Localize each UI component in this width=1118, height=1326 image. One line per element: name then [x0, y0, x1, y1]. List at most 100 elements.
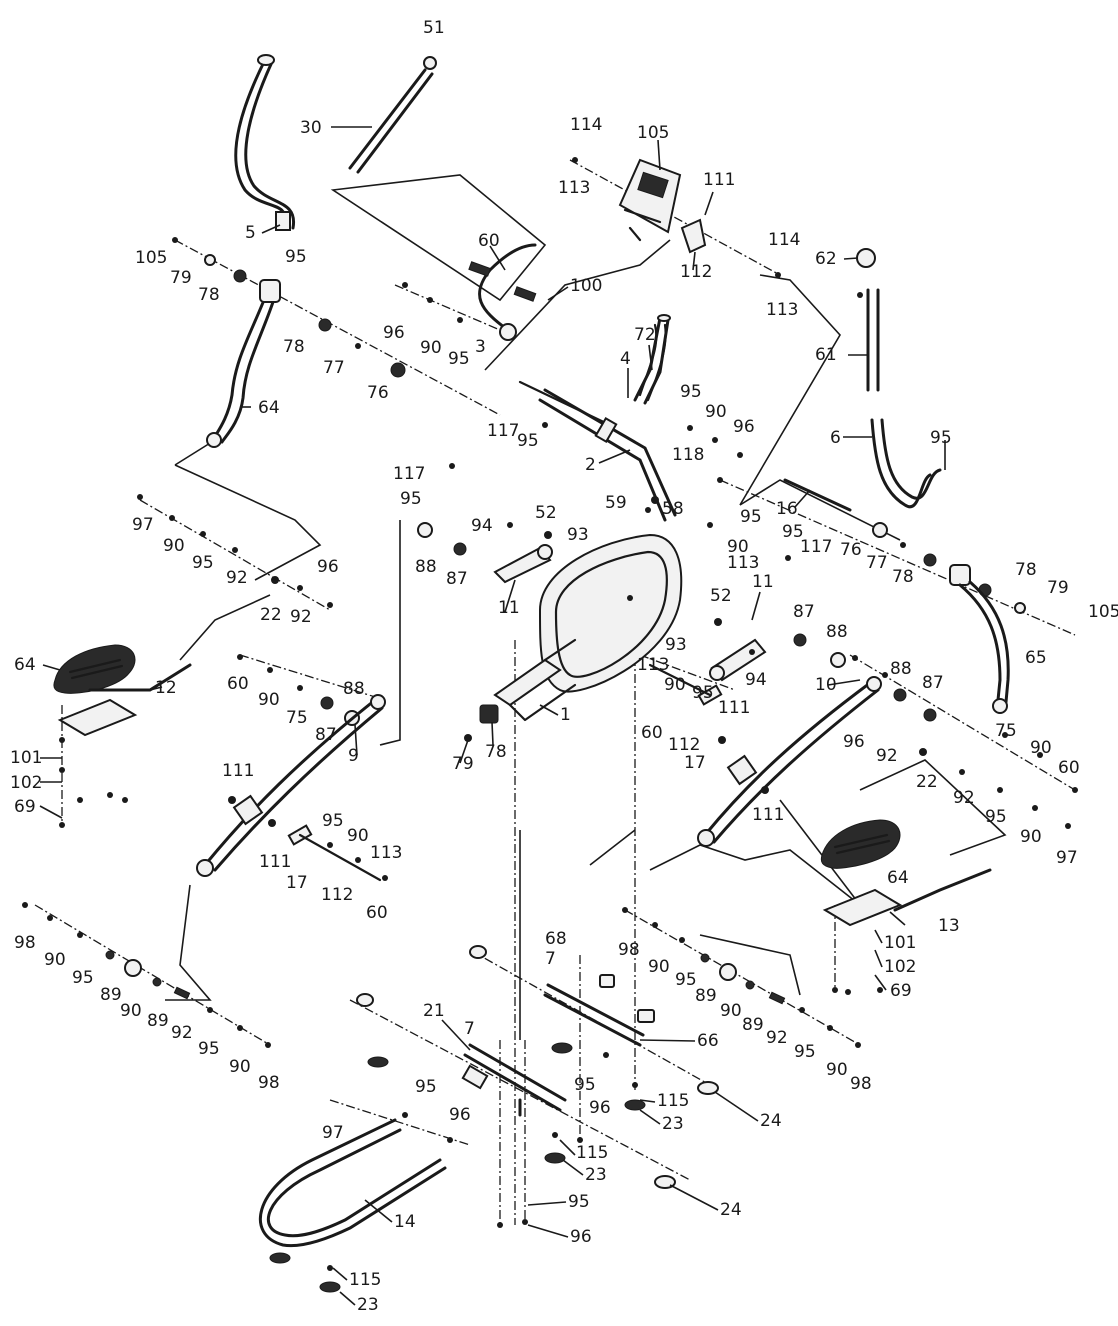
callout-112: 112 [680, 262, 712, 282]
callout-59-left: 64 [14, 655, 36, 675]
base-frame [464, 638, 577, 742]
callout-55: 61 [815, 345, 837, 365]
callout-61-d: 90 [664, 675, 686, 695]
callout-54-a: 60 [641, 723, 663, 743]
callout-100-b: 113 [637, 655, 669, 675]
pulse-handle [468, 243, 537, 341]
callout-92-l: 95 [794, 1042, 816, 1062]
callout-66-a: 75 [995, 721, 1017, 741]
callout-101-a: 112 [668, 735, 700, 755]
callout-92-h: 95 [322, 811, 344, 831]
callout-113-right: 113 [766, 300, 798, 320]
pivot-assembly-left [105, 950, 191, 1000]
left-upper-handlebar [234, 54, 296, 231]
callout-14: 14 [394, 1212, 416, 1232]
callout-74-a: 87 [446, 569, 468, 589]
callout-92-top: 95 [448, 349, 470, 369]
callout-94-b: 96 [317, 557, 339, 577]
callout-61-e: 90 [1030, 738, 1052, 758]
callout-64-right: 69 [890, 981, 912, 1001]
callout-10: 10 [815, 675, 837, 695]
callout-87-left: 95 [285, 247, 307, 267]
callout-76-b: 92 [953, 788, 975, 808]
callout-61-k: 90 [229, 1057, 251, 1077]
callout-102-right: 101 [884, 933, 916, 953]
callout-74-d: 87 [315, 725, 337, 745]
callout-92-c: 95 [740, 507, 762, 527]
callout-52: 59 [605, 493, 627, 513]
callout-74-c: 87 [922, 673, 944, 693]
callout-4: 4 [620, 349, 631, 369]
callout-92-g: 95 [192, 553, 214, 573]
link-brackets [287, 663, 723, 882]
u-frame [258, 1118, 447, 1248]
upper-handle [633, 314, 671, 405]
callout-75-c: 88 [890, 659, 912, 679]
callout-76-c: 92 [226, 568, 248, 588]
callout-103-right: 102 [884, 957, 916, 977]
callout-77-d: 89 [742, 1015, 764, 1035]
callout-79-b: 92 [766, 1028, 788, 1048]
callout-25: 30 [300, 118, 322, 138]
callout-71: 78 [485, 742, 507, 762]
callout-56: 62 [815, 249, 837, 269]
callout-23-c: 23 [357, 1295, 379, 1315]
callout-114-left: 114 [570, 115, 602, 135]
callout-92-a: 95 [517, 431, 539, 451]
right-pedal [820, 819, 992, 927]
callout-57: 64 [258, 398, 280, 418]
callout-76-a: 92 [876, 746, 898, 766]
callout-54-b: 60 [1058, 758, 1080, 778]
assembly-leaders [165, 174, 1007, 1040]
callout-97-left: 105 [135, 248, 167, 268]
callout-12: 12 [155, 678, 177, 698]
left-pedal [53, 644, 192, 737]
callout-101-b: 112 [321, 885, 353, 905]
callout-11-b: 11 [752, 572, 774, 592]
callout-95-a: 98 [14, 933, 36, 953]
callout-115-c: 115 [349, 1270, 381, 1290]
end-caps [356, 945, 719, 1189]
callout-61-top: 90 [420, 338, 442, 358]
callout-22-a: 22 [916, 772, 938, 792]
callout-118: 118 [672, 445, 704, 465]
callout-103-left: 102 [10, 773, 42, 793]
callout-23-b: 23 [585, 1165, 607, 1185]
callout-61-i: 90 [347, 826, 369, 846]
callout-69-left-a: 78 [198, 285, 220, 305]
callout-117-b: 117 [393, 464, 425, 484]
callout-92-k: 95 [675, 970, 697, 990]
callout-92-f: 95 [985, 807, 1007, 827]
callout-90-a: 97 [1056, 848, 1078, 868]
axle-rod [783, 478, 852, 512]
callout-61-c: 90 [727, 537, 749, 557]
callout-7-b: 7 [464, 1019, 475, 1039]
rear-stabilizer [461, 1043, 567, 1117]
right-pedal-arm [697, 676, 882, 847]
callout-100-a: 113 [727, 553, 759, 573]
callout-77-c: 89 [695, 986, 717, 1006]
callout-79-a: 92 [171, 1023, 193, 1043]
callout-64-left: 69 [14, 797, 36, 817]
callout-70-left: 79 [170, 268, 192, 288]
callout-92-o: 95 [568, 1192, 590, 1212]
callout-60: 66 [697, 1031, 719, 1051]
console [618, 158, 707, 254]
right-lower-handlebar [949, 564, 1010, 714]
callout-89-a: 94 [471, 516, 493, 536]
callout-16: 16 [776, 499, 798, 519]
callout-68-left: 77 [323, 358, 345, 378]
callout-93-top: 96 [383, 323, 405, 343]
callout-9: 9 [348, 746, 359, 766]
callout-58: 65 [1025, 648, 1047, 668]
callout-1: 1 [560, 705, 571, 725]
callout-115-b: 115 [576, 1143, 608, 1163]
pivot-assembly-right [700, 953, 786, 1005]
callout-30-a: 52 [535, 503, 557, 523]
callout-98-d: 111 [259, 852, 291, 872]
callout-94-c: 96 [589, 1098, 611, 1118]
callout-88-b: 93 [665, 635, 687, 655]
callout-24-a: 24 [760, 1111, 782, 1131]
callout-leaders [39, 126, 946, 1306]
